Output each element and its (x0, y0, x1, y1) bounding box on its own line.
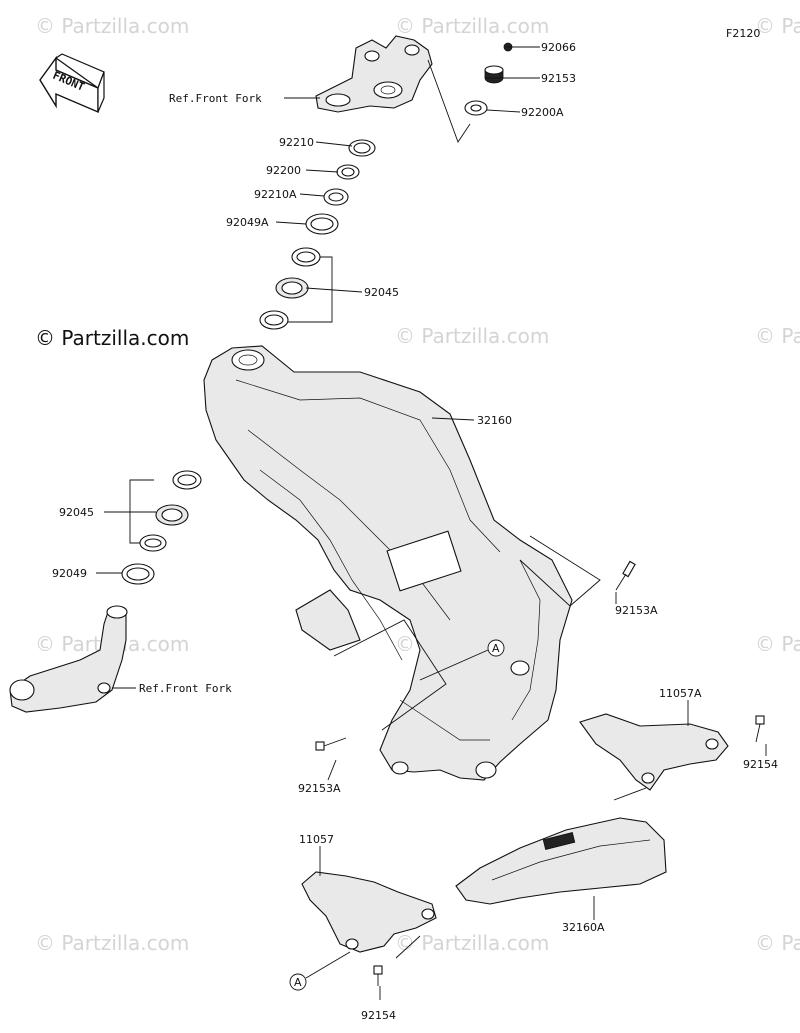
subframe-32160A (455, 817, 667, 905)
callout-label: A (492, 642, 500, 655)
part-label-32160: 32160 (477, 414, 512, 427)
part-labels: 92066 92153 92200A Ref.Front Fork 92210 … (52, 41, 778, 1022)
part-92153-grommet (484, 65, 504, 84)
part-label-32160A: 32160A (562, 921, 605, 934)
steering-stack-upper (259, 139, 376, 330)
callout-a-frame: A (487, 639, 505, 657)
callout-label: A (294, 976, 302, 989)
bracket-11057A (579, 713, 729, 791)
watermark-text: © Partzilla.com (395, 324, 549, 348)
part-label-92154-bottom: 92154 (361, 1009, 396, 1022)
part-label-92049A: 92049A (226, 216, 269, 229)
lower-triple-clamp (9, 605, 128, 713)
figure-code: F2120 (726, 27, 760, 40)
part-label-92153A-right: 92153A (615, 604, 658, 617)
part-92200A-washer (464, 100, 488, 116)
part-label-92066: 92066 (541, 41, 576, 54)
brand-copyright: © Partzilla.com (35, 326, 189, 350)
part-label-92045-top: 92045 (364, 286, 399, 299)
steering-stack-lower (121, 470, 202, 585)
watermark-text: © Partzilla.com (395, 14, 549, 38)
part-label-11057: 11057 (299, 833, 334, 846)
part-label-92153A-bottom: 92153A (298, 782, 341, 795)
ref-front-fork-bottom: Ref.Front Fork (139, 682, 232, 695)
part-label-11057A: 11057A (659, 687, 702, 700)
part-label-92049: 92049 (52, 567, 87, 580)
bolt-92153A-bottom (315, 737, 347, 751)
bracket-11057 (301, 871, 437, 953)
front-arrow-icon: FRONT (39, 53, 105, 114)
watermark-text: © Partzilla.com (35, 931, 189, 955)
part-label-92200A: 92200A (521, 106, 564, 119)
watermark-text: © Partzilla.com (755, 931, 800, 955)
part-label-92210A: 92210A (254, 188, 297, 201)
callout-a-bracket: A (289, 973, 307, 991)
watermarks: © Partzilla.com © Partzilla.com © Partzi… (35, 14, 800, 955)
watermark-text: © Partzilla.com (755, 14, 800, 38)
watermark-text: © Partzilla.com (35, 14, 189, 38)
bolt-92154-right (755, 715, 765, 743)
watermark-text: © Partzilla.com (395, 931, 549, 955)
part-label-92154-right: 92154 (743, 758, 778, 771)
part-label-92045-bottom: 92045 (59, 506, 94, 519)
part-label-92153: 92153 (541, 72, 576, 85)
bolt-92153A-right (615, 560, 636, 591)
watermark-text: © Partzilla.com (755, 324, 800, 348)
part-label-92210: 92210 (279, 136, 314, 149)
part-label-92200: 92200 (266, 164, 301, 177)
bolt-92154-bottom (373, 965, 383, 986)
leader-line (427, 59, 471, 143)
upper-triple-clamp (315, 35, 433, 113)
ref-front-fork-top: Ref.Front Fork (169, 92, 262, 105)
main-frame-32160 (203, 345, 573, 781)
watermark-text: © Partzilla.com (755, 632, 800, 656)
leader-lines (96, 46, 767, 1000)
